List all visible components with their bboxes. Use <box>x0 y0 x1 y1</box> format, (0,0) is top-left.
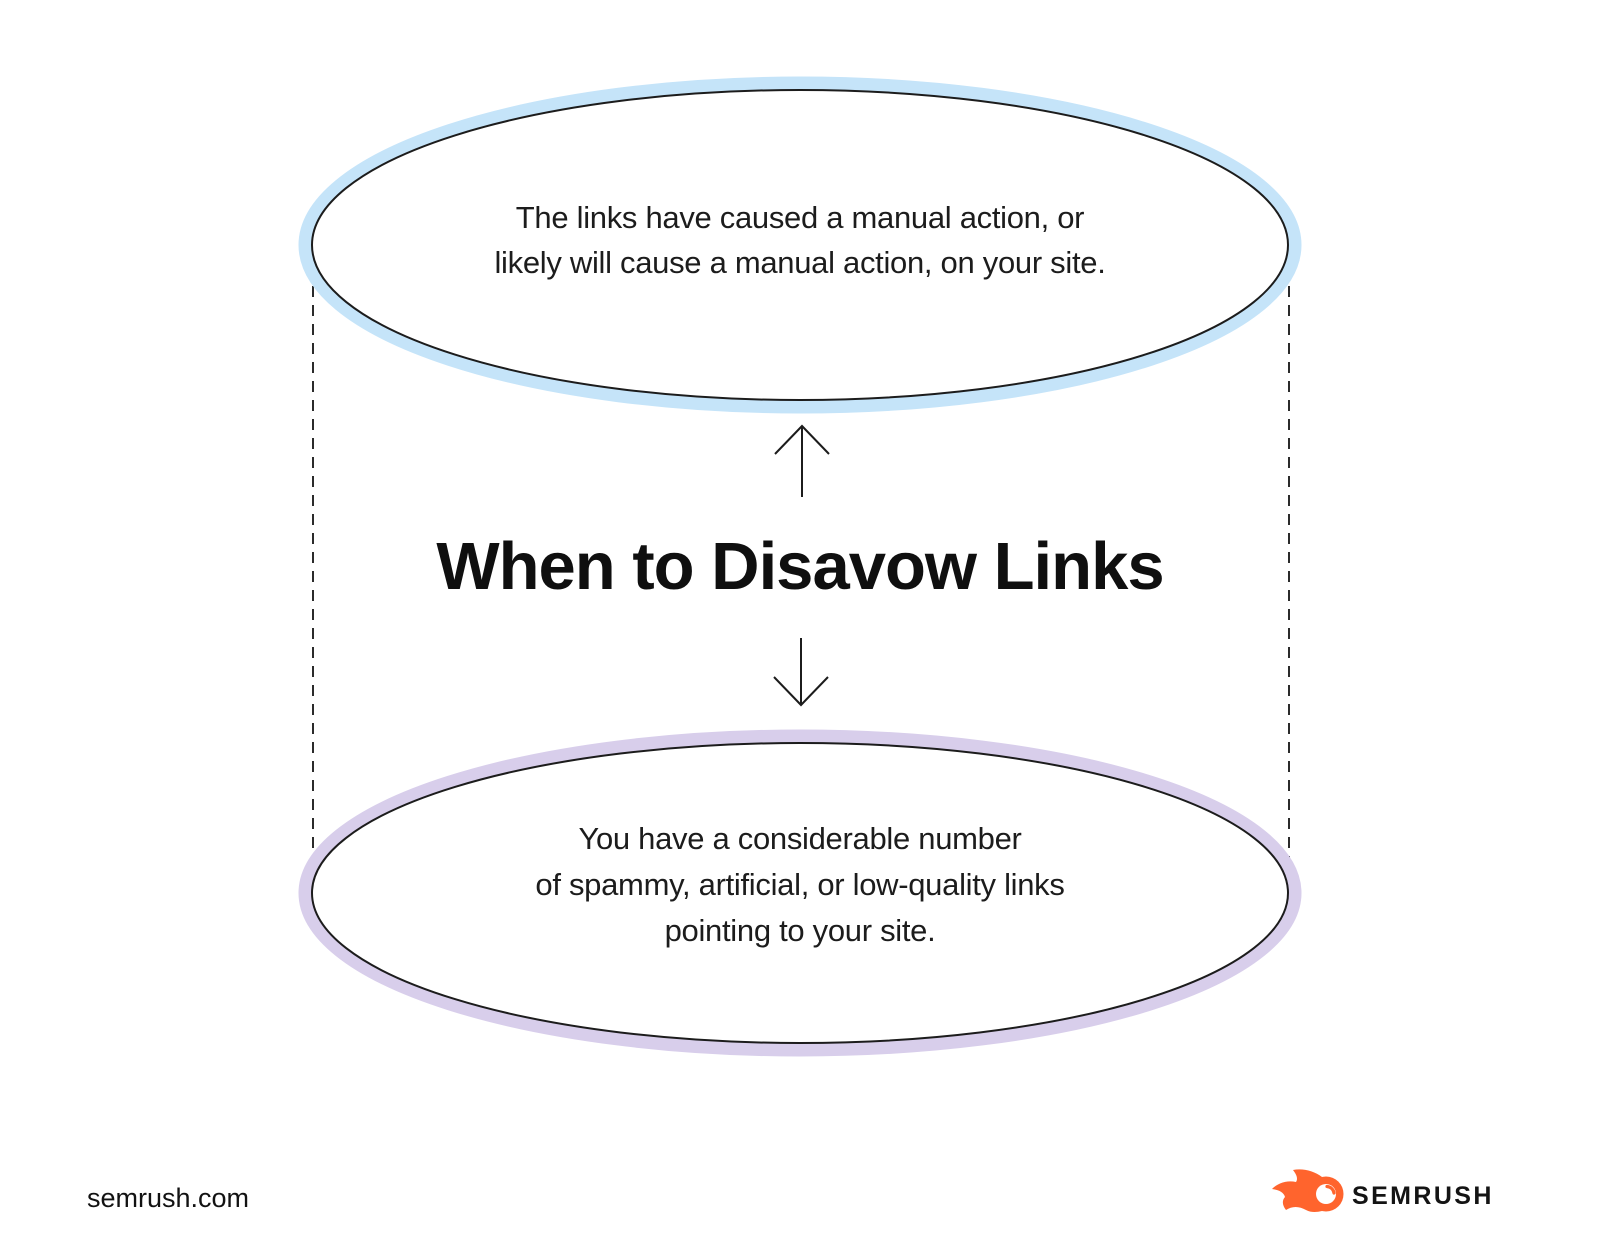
bottom-ellipse-outline <box>311 742 1289 1044</box>
arrow-down-icon <box>773 638 829 707</box>
bottom-ellipse-halo <box>298 729 1302 1057</box>
semrush-flame-icon <box>1272 1169 1344 1212</box>
bottom-condition-text-line3: pointing to your site. <box>665 913 936 948</box>
top-condition-text-line2: likely will cause a manual action, on yo… <box>494 245 1105 280</box>
semrush-wordmark: SEMRUSH <box>1352 1182 1494 1210</box>
page-title: When to Disavow Links <box>436 529 1163 604</box>
bottom-condition-ellipse: You have a considerable number of spammy… <box>298 729 1302 1057</box>
top-ellipse-halo <box>298 76 1302 414</box>
arrow-up-icon <box>774 424 830 497</box>
website-url: semrush.com <box>87 1183 249 1213</box>
top-condition-text-line1: The links have caused a manual action, o… <box>516 200 1084 235</box>
semrush-logo: SEMRUSH <box>1272 1169 1494 1212</box>
bottom-condition-text-line2: of spammy, artificial, or low-quality li… <box>535 867 1064 902</box>
bottom-condition-text-line1: You have a considerable number <box>578 821 1021 856</box>
top-condition-ellipse: The links have caused a manual action, o… <box>298 76 1302 414</box>
top-ellipse-outline <box>311 89 1289 401</box>
